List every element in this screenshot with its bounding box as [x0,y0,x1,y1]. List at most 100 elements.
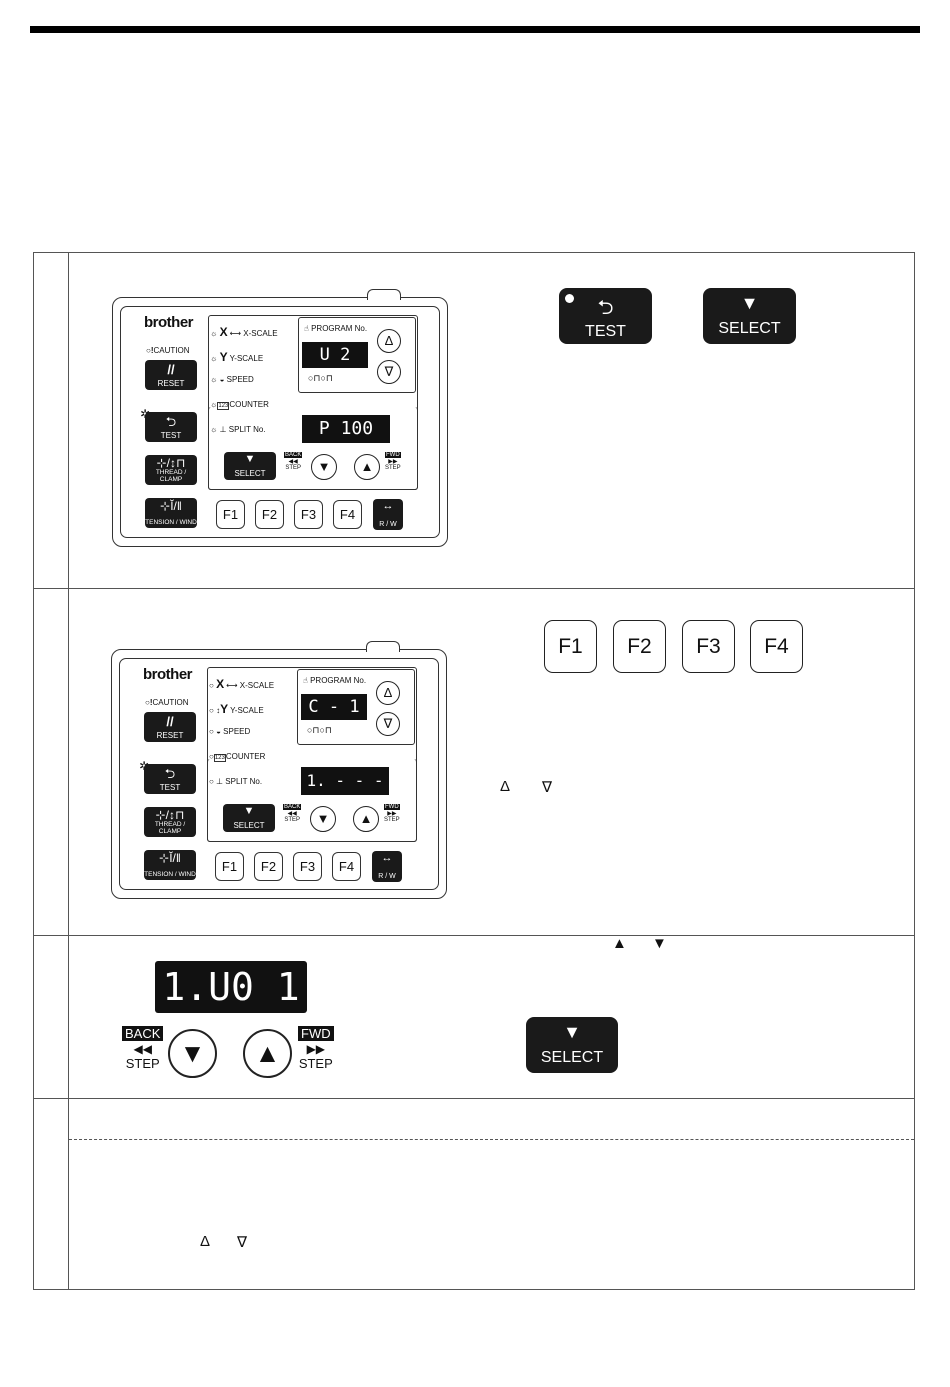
main-display: 1. - - - [301,767,389,795]
thread-clamp-icon: ⊹/↕⊓ [155,808,185,822]
reset-button[interactable]: // RESET [145,360,197,390]
back-step-button-large[interactable]: ▼ [168,1029,217,1078]
main-display-box [208,407,418,490]
test-key-large[interactable]: ⮌ TEST [559,288,652,344]
led-off-icon: ○ [209,752,214,761]
rw-button[interactable]: ↔ R / W [373,499,403,530]
down-triangle: ▼ [652,935,667,952]
led-y-scale: ☼ Y Y-SCALE [210,350,264,364]
led-flash-icon: ☼ [210,329,218,338]
back-step-button[interactable]: ▼ [311,454,337,480]
tension-wind-button[interactable]: ⊹Ĭ/‖ TENSION / WIND [145,498,197,528]
down-triangle-icon: ▼ [563,1022,581,1042]
down-symbol: ∇ [542,779,553,796]
program-display: C - 1 [301,694,367,720]
select-button[interactable]: ▼ SELECT [223,804,275,832]
reset-icon: // [167,362,175,377]
down-symbol: ∇ [237,1234,248,1251]
fwd-step-button[interactable]: ▲ [353,806,379,832]
f4-key[interactable]: F4 [332,852,361,881]
f2-key[interactable]: F2 [254,852,283,881]
fwd-step-label: FWD▶▶STEP [385,452,401,471]
return-icon: ⮌ [164,766,176,781]
program-display: U 2 [302,342,368,368]
select-triangle-icon: ▼ [243,805,255,817]
f4-key[interactable]: F4 [333,500,362,529]
led-off-icon: ○ [209,681,214,690]
up-symbol: Δ [200,1233,211,1250]
led-off-icon: ○ [209,777,214,786]
select-key-large[interactable]: ▼ SELECT [703,288,796,344]
tension-wind-icon: ⊹Ĭ/‖ [159,851,181,865]
led-x-scale: ☼ X⟷ X-SCALE [210,325,278,339]
select-button[interactable]: ▼ SELECT [224,452,276,480]
dashed-divider [69,1139,914,1140]
led-speed: ○ ◒ SPEED [209,727,251,736]
led-flash-icon: ☼ [210,425,218,434]
rw-button[interactable]: ↔ R / W [372,851,402,882]
led-y-scale: ○ ↕Y Y-SCALE [209,702,264,716]
row-divider [34,935,914,936]
thread-clamp-button[interactable]: ⊹/↕⊓ THREAD / CLAMP [145,455,197,485]
back-step-label: BACK◀◀STEP [283,804,302,823]
f4-key-large[interactable]: F4 [750,620,803,673]
test-button[interactable]: ⮌ TEST [145,412,197,442]
row-divider [34,588,914,589]
speed-icon: ◒ [219,375,225,384]
program-label: ☝ PROGRAM No. [303,676,367,685]
tension-wind-button[interactable]: ⊹Ĭ/‖ TENSION / WIND [144,850,196,880]
f1-key-large[interactable]: F1 [544,620,597,673]
led-display-large: 1.U0 1 [155,961,307,1013]
f2-key[interactable]: F2 [255,500,284,529]
test-led [565,294,574,303]
presser-icon: ○⊓○⊓ [307,725,332,735]
operation-panel-1: brother ○!CAUTION // RESET ✲ ⮌ TEST ⊹/↕⊓… [112,289,448,547]
rw-arrows-icon: ↔ [382,500,394,512]
led-flash-icon: ☼ [210,354,218,363]
main-display: P 100 [302,415,390,443]
f1-key[interactable]: F1 [215,852,244,881]
fwd-step-button-large[interactable]: ▲ [243,1029,292,1078]
brand-logo: brother [144,314,194,331]
f3-key[interactable]: F3 [293,852,322,881]
thread-clamp-button[interactable]: ⊹/↕⊓ THREAD / CLAMP [144,807,196,837]
led-off-icon: ○ [209,706,214,715]
led-x-scale: ○ X⟷ X-SCALE [209,677,275,691]
program-up-button[interactable]: Δ [376,681,400,705]
led-flash-icon: ☼ [210,375,218,384]
led-flash-icon: ☼ [210,400,218,409]
down-triangle-icon: ▼ [740,293,759,313]
return-icon: ⮌ [597,297,614,319]
tension-wind-icon: ⊹Ĭ/‖ [160,499,182,513]
main-display-box [207,759,417,842]
f2-key-large[interactable]: F2 [613,620,666,673]
up-symbol: Δ [500,778,511,795]
f3-key-large[interactable]: F3 [682,620,735,673]
reset-button[interactable]: // RESET [144,712,196,742]
led-off-icon: ○ [209,727,214,736]
test-button[interactable]: ⮌ TEST [144,764,196,794]
back-step-button[interactable]: ▼ [310,806,336,832]
led-counter: ☼123COUNTER [210,400,269,410]
fwd-step-label: FWD▶▶STEP [384,804,400,823]
column-divider [68,253,69,1289]
select-triangle-icon: ▼ [244,453,256,465]
thread-clamp-icon: ⊹/↕⊓ [156,456,186,470]
program-down-button[interactable]: ∇ [376,712,400,736]
fwd-step-label: FWD▶▶STEP [298,1026,334,1071]
operation-panel-2: brother ○!CAUTION // RESET ✲ ⮌ TEST ⊹/↕⊓… [111,641,447,899]
speed-icon: ◒ [216,727,221,736]
led-split: ○ ⊥ SPLIT No. [209,777,263,786]
reset-icon: // [166,714,174,729]
f3-key[interactable]: F3 [294,500,323,529]
fwd-step-button[interactable]: ▲ [354,454,380,480]
up-triangle: ▲ [612,935,627,952]
program-down-button[interactable]: ∇ [377,360,401,384]
needle-icon: ⊥ [216,777,224,786]
led-speed: ☼ ◒ SPEED [210,375,254,384]
program-up-button[interactable]: Δ [377,329,401,353]
select-key-large[interactable]: ▼ SELECT [526,1017,618,1073]
led-split: ☼ ⊥ SPLIT No. [210,425,266,434]
f1-key[interactable]: F1 [216,500,245,529]
needle-icon: ⊥ [219,425,227,434]
